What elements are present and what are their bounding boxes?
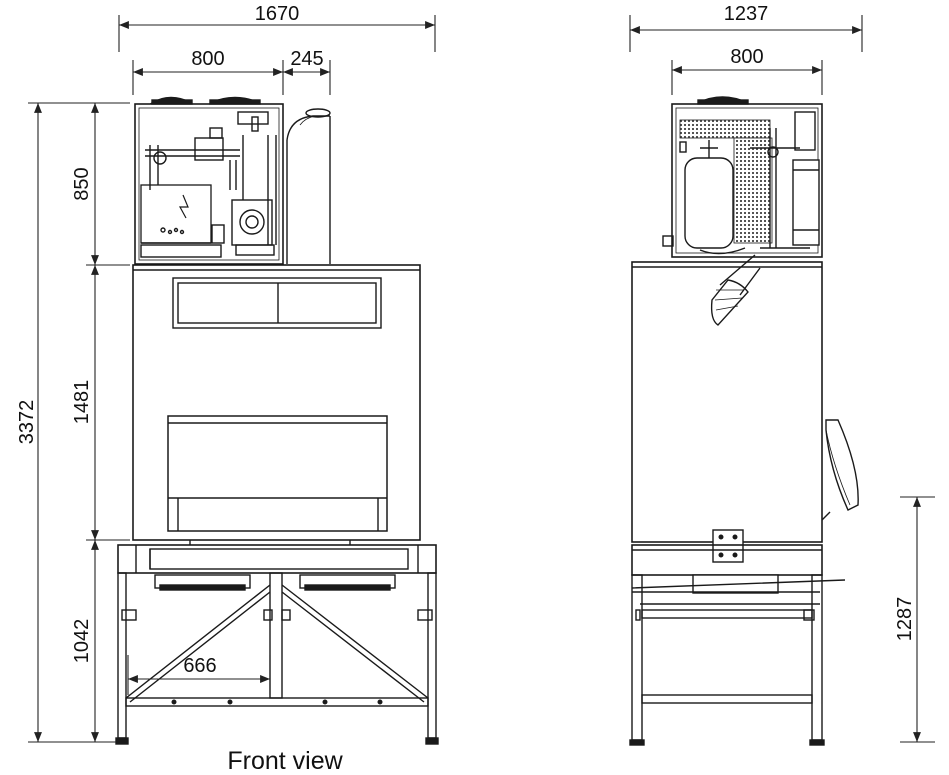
- side-view: 1237 800 1287: [629, 3, 935, 746]
- front-total-height-label: 3372: [16, 400, 38, 445]
- front-top-height-label: 850: [71, 167, 93, 200]
- front-total-width-label: 1670: [255, 3, 300, 25]
- front-stand: [115, 544, 439, 745]
- front-view-caption: Front view: [227, 747, 343, 775]
- front-stand-height-label: 1042: [71, 619, 93, 664]
- front-cabinet: [132, 264, 421, 545]
- front-fans: [149, 96, 261, 105]
- side-total-width-label: 1237: [724, 3, 769, 25]
- front-exhaust-duct: [286, 108, 331, 264]
- front-duct-width-label: 245: [290, 48, 323, 70]
- front-unit-width-label: 800: [191, 48, 224, 70]
- side-fan: [697, 96, 749, 105]
- side-condensing-unit: [662, 103, 823, 258]
- side-height-label: 1287: [894, 597, 916, 642]
- front-dimensions: [28, 15, 436, 743]
- side-dimensions: [629, 15, 935, 743]
- side-stand: [629, 544, 846, 746]
- side-dimension-labels: 1237 800 1287: [724, 3, 916, 641]
- front-condensing-unit: [134, 103, 284, 265]
- front-view: 1670 800 245 3372 850 1481 1042 666 Fron…: [16, 3, 439, 775]
- front-cabinet-height-label: 1481: [71, 380, 93, 425]
- front-dimension-labels: 1670 800 245 3372 850 1481 1042 666 Fron…: [16, 3, 344, 775]
- side-cabinet: [631, 254, 859, 563]
- front-leg-span-label: 666: [183, 655, 216, 677]
- side-unit-width-label: 800: [730, 46, 763, 68]
